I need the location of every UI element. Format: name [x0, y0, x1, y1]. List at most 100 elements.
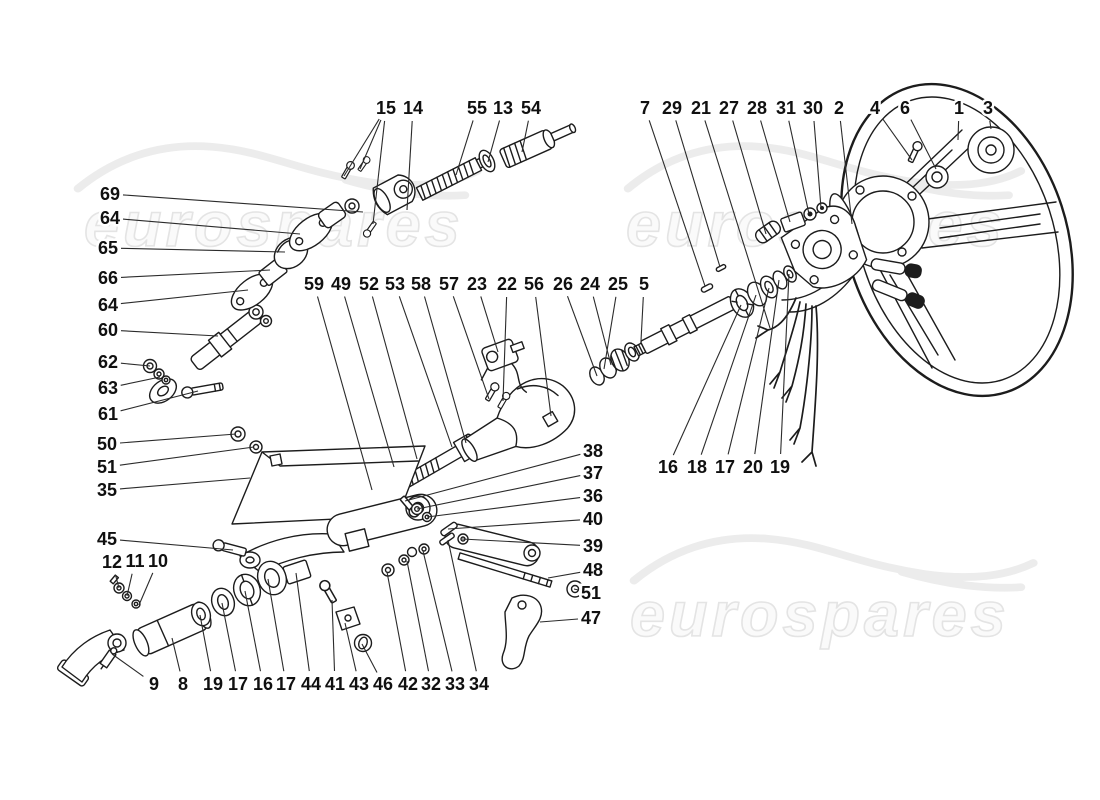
- connector-27: [754, 220, 782, 244]
- part-label-51: 51: [581, 583, 601, 603]
- part-label-40: 40: [583, 509, 603, 529]
- ring-17: [759, 275, 779, 299]
- part-label-62: 62: [98, 352, 118, 372]
- leader-line-64: [120, 289, 249, 305]
- part-label-36: 36: [583, 486, 603, 506]
- watermark-text: eurospares: [630, 580, 1010, 650]
- leader-line-19: [199, 614, 212, 672]
- part-label-32: 32: [421, 674, 441, 694]
- intermediate-shaft-assembly: [142, 212, 334, 404]
- leader-line-26: [566, 296, 598, 377]
- leader-line-48: [547, 571, 581, 579]
- leader-line-41: [331, 599, 336, 672]
- leader-line-55: [455, 120, 474, 176]
- leader-line-7: [648, 120, 706, 287]
- stalk-lever-2: [871, 279, 925, 309]
- bolt-15b: [355, 154, 372, 173]
- part-label-49: 49: [331, 274, 351, 294]
- coupler-54: [499, 123, 577, 169]
- leader-line-12: [114, 574, 120, 589]
- part-label-19: 19: [770, 457, 790, 477]
- leader-line-38: [404, 453, 581, 502]
- part-label-30: 30: [803, 98, 823, 118]
- part-label-7: 7: [640, 98, 650, 118]
- part-label-5: 5: [639, 274, 649, 294]
- part-label-20: 20: [743, 457, 763, 477]
- leader-line-30: [813, 120, 822, 209]
- part-label-58: 58: [411, 274, 431, 294]
- leader-line-36: [426, 497, 581, 518]
- part-label-17: 17: [228, 674, 248, 694]
- flange-disc-64-lower: [230, 273, 274, 311]
- pin-29: [715, 263, 727, 273]
- ignition-switch-23: [480, 338, 528, 393]
- leader-line-66: [120, 269, 271, 278]
- part-label-3: 3: [983, 98, 993, 118]
- part-label-1: 1: [954, 98, 964, 118]
- leader-line-34: [447, 539, 477, 672]
- leader-line-15: [372, 120, 386, 225]
- watermark-bottom-right: eurospares: [629, 538, 1033, 651]
- shaft-5: [633, 294, 741, 357]
- part-label-64: 64: [98, 295, 118, 315]
- part-label-41: 41: [325, 674, 345, 694]
- part-label-54: 54: [521, 98, 541, 118]
- leader-line-65: [120, 247, 286, 253]
- leader-line-15: [359, 119, 382, 170]
- leader-line-29: [675, 120, 721, 268]
- leader-line-3: [989, 120, 992, 130]
- watermark-top-left: eurospares: [78, 146, 477, 261]
- part-label-59: 59: [304, 274, 324, 294]
- leader-line-35: [119, 477, 251, 490]
- part-label-69: 69: [100, 184, 120, 204]
- part-label-10: 10: [148, 551, 168, 571]
- leader-line-24: [592, 296, 612, 366]
- leader-line-33: [422, 550, 453, 672]
- stalk-lever-1: [870, 258, 922, 279]
- leader-line-4: [882, 118, 913, 161]
- leader-line-56: [535, 296, 552, 417]
- part-label-14: 14: [403, 98, 423, 118]
- race-17b: [256, 560, 288, 596]
- part-label-52: 52: [359, 274, 379, 294]
- washer-19: [190, 601, 212, 627]
- bearing-16: [729, 288, 755, 318]
- bolt-41: [317, 578, 340, 606]
- part-label-11: 11: [125, 551, 144, 571]
- leader-line-27: [732, 120, 767, 235]
- screw-4: [905, 139, 925, 165]
- part-label-2: 2: [834, 98, 844, 118]
- leader-line-31: [788, 120, 810, 215]
- leader-line-44: [295, 572, 310, 672]
- leader-line-54: [521, 120, 529, 153]
- block-28: [780, 211, 806, 233]
- part-label-18: 18: [687, 457, 707, 477]
- part-label-31: 31: [776, 98, 796, 118]
- leader-line-61: [120, 390, 199, 412]
- part-label-15: 15: [376, 98, 396, 118]
- leader-line-43: [344, 622, 357, 672]
- pin-7: [700, 283, 714, 293]
- watermark-text: eurospares: [626, 190, 1006, 260]
- leader-line-8: [171, 637, 181, 672]
- lower-universal-joint: [56, 560, 288, 687]
- leader-line-16: [244, 590, 262, 672]
- leader-line-59: [316, 296, 373, 491]
- leader-line-47: [539, 618, 579, 623]
- leader-line-11: [126, 573, 133, 597]
- leader-line-17: [727, 287, 770, 455]
- leader-line-64: [122, 218, 301, 235]
- wheel-rim-inner: [853, 96, 1061, 384]
- leader-line-50: [119, 433, 237, 444]
- leader-line-19: [780, 273, 790, 455]
- seal-17: [210, 587, 236, 617]
- part-label-57: 57: [439, 274, 459, 294]
- leader-line-14: [406, 120, 413, 211]
- part-label-43: 43: [349, 674, 369, 694]
- part-label-12: 12: [102, 552, 122, 572]
- leader-line-37: [416, 475, 581, 510]
- leader-line-46: [361, 643, 378, 673]
- leader-line-57: [452, 296, 490, 400]
